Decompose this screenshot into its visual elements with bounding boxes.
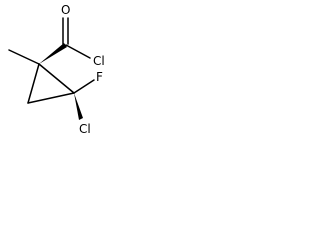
bond-c2-fluorine — [73, 79, 95, 94]
atom-oxygen: O — [61, 3, 70, 17]
atom-ring-fluorine: F — [96, 70, 103, 84]
bond-c1-methyl — [8, 49, 40, 65]
bond-ring-c1-c2 — [38, 63, 75, 94]
atom-acyl-chlorine: Cl — [93, 54, 105, 68]
atom-ring-chlorine: Cl — [79, 122, 91, 136]
wedge-bond-c1-carbonyl — [39, 43, 67, 64]
wedge-bond-c2-chlorine — [74, 93, 83, 120]
bond-ring-c3-c2 — [27, 92, 75, 104]
bond-ring-c1-c3 — [27, 63, 40, 104]
molecule-structure: O Cl F Cl — [8, 3, 105, 136]
bond-carbonyl-chlorine — [65, 44, 91, 59]
